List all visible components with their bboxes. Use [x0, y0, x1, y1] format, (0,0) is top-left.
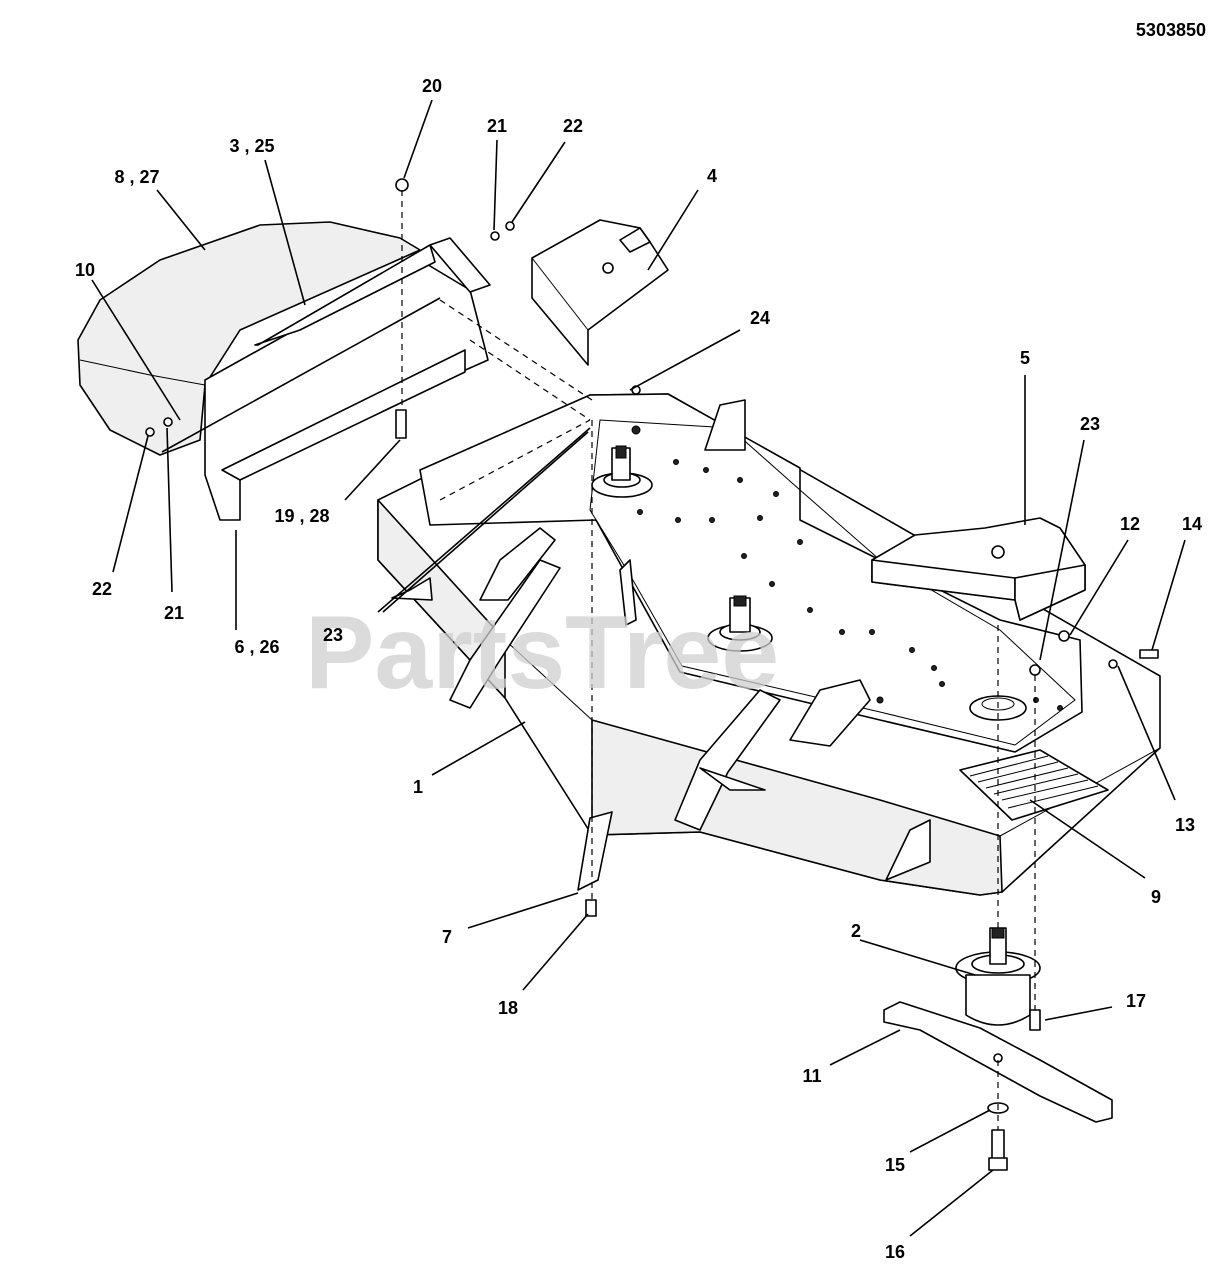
- deck-holes: [617, 425, 1063, 711]
- callout-5: 5: [1020, 348, 1030, 368]
- deck-shell-part-1: [377, 393, 1161, 896]
- callout-12: 12: [1120, 514, 1140, 534]
- callout-8-27: 8 , 27: [114, 167, 159, 187]
- bolt-part-17: [1029, 1009, 1041, 1031]
- callout-22-top: 22: [563, 116, 583, 136]
- cover-plate-part-4: [531, 219, 669, 366]
- callout-19-28: 19 , 28: [274, 506, 329, 526]
- callout-4: 4: [707, 166, 717, 186]
- watermark: PartsTree: [305, 595, 779, 711]
- callout-9: 9: [1151, 887, 1161, 907]
- step-tread-part-9: [959, 749, 1109, 821]
- callout-23-right: 23: [1080, 414, 1100, 434]
- deck-spindle-center: [707, 595, 773, 652]
- document-number: 5303850: [1136, 20, 1206, 40]
- callout-21-top: 21: [487, 116, 507, 136]
- callout-11: 11: [802, 1066, 821, 1086]
- deck-hitch-brackets: [391, 399, 931, 881]
- callout-7: 7: [442, 927, 452, 947]
- callout-16: 16: [885, 1242, 905, 1262]
- callout-22-left: 22: [92, 579, 112, 599]
- callout-10: 10: [75, 260, 95, 280]
- deck-spindle-left: [591, 445, 653, 498]
- bolt-part-18: [585, 899, 597, 917]
- callout-17: 17: [1126, 991, 1146, 1011]
- callout-20: 20: [422, 76, 442, 96]
- callout-3-25: 3 , 25: [229, 136, 274, 156]
- bolt-part-16: [988, 1129, 1008, 1171]
- callout-21-left: 21: [164, 603, 184, 623]
- callout-1: 1: [413, 777, 423, 797]
- bracket-part-7: [577, 811, 613, 891]
- chute-bracket-part-3: [204, 237, 491, 521]
- callout-labels: 20 21 22 3 , 25 8 , 27 4 10 24 5 23 19 ,…: [75, 76, 1202, 1262]
- callout-24: 24: [750, 308, 770, 328]
- callout-14: 14: [1182, 514, 1202, 534]
- callout-6-26: 6 , 26: [234, 637, 279, 657]
- belt-cover-part-5: [871, 517, 1086, 621]
- callout-15: 15: [885, 1155, 905, 1175]
- nut-part-20: [395, 178, 409, 192]
- leader-lines: [91, 99, 1186, 1237]
- callout-23-left: 23: [323, 625, 343, 645]
- bolt-part-19: [395, 409, 407, 439]
- callout-13: 13: [1175, 815, 1195, 835]
- callout-18: 18: [498, 998, 518, 1018]
- callout-2: 2: [851, 921, 861, 941]
- rod-part-10: [161, 297, 441, 453]
- spindle-assembly-part-2: [955, 927, 1041, 1026]
- alignment-lines: [401, 190, 1036, 1130]
- discharge-chute-part-8: [77, 221, 421, 456]
